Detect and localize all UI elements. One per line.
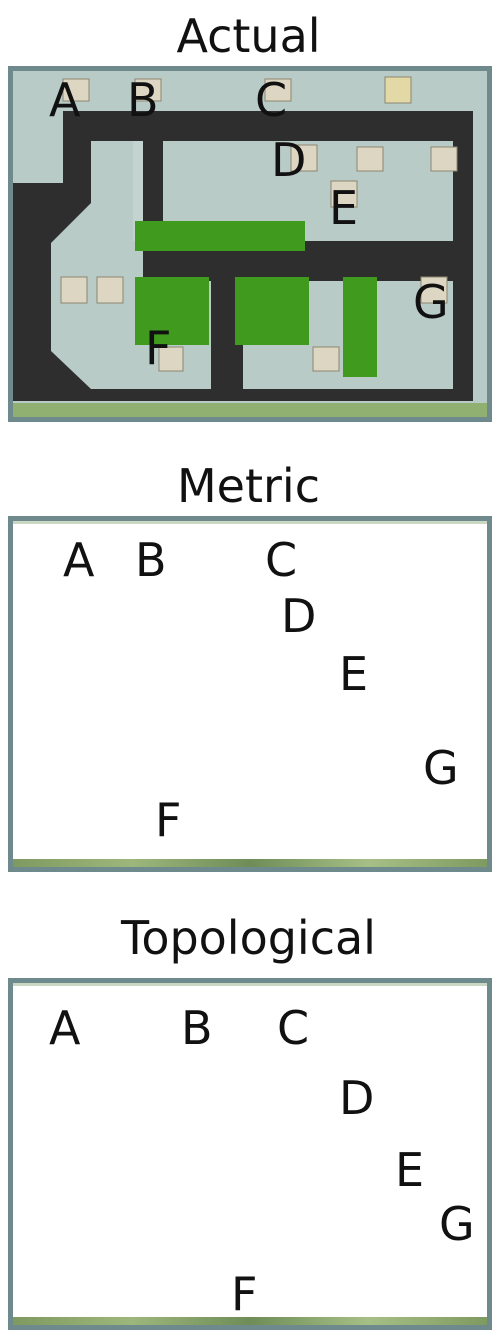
metric-label-b: B	[135, 533, 167, 587]
metric-label-e: E	[339, 647, 369, 701]
topological-title: Topological	[121, 911, 376, 965]
actual-map-image	[13, 71, 487, 417]
map-label-a: A	[49, 73, 81, 127]
actual-title: Actual	[176, 9, 321, 63]
map-label-g: G	[413, 275, 449, 329]
map-label-b: B	[127, 73, 159, 127]
metric-panel: A B C D E F G	[8, 516, 492, 872]
metric-label-d: D	[281, 589, 317, 643]
map-label-f: F	[145, 321, 172, 375]
map-label-c: C	[255, 73, 288, 127]
metric-top-edge	[13, 521, 487, 524]
topological-panel: A B C D E G F	[8, 978, 492, 1330]
topological-top-edge	[13, 983, 487, 986]
topological-label-g: G	[439, 1197, 475, 1251]
metric-title: Metric	[176, 459, 320, 513]
actual-map-panel: A B C D E F G	[8, 66, 492, 422]
metric-bottom-strip	[13, 859, 487, 867]
map-label-d: D	[271, 133, 307, 187]
metric-label-g: G	[423, 741, 459, 795]
topological-label-f: F	[231, 1267, 258, 1321]
topological-label-d: D	[339, 1071, 375, 1125]
topological-label-b: B	[181, 1001, 213, 1055]
metric-label-f: F	[155, 793, 182, 847]
topological-label-c: C	[277, 1001, 310, 1055]
topological-label-e: E	[395, 1143, 425, 1197]
metric-label-a: A	[63, 533, 95, 587]
topological-label-a: A	[49, 1001, 81, 1055]
topological-bottom-strip	[13, 1317, 487, 1325]
metric-label-c: C	[265, 533, 298, 587]
map-label-e: E	[329, 181, 359, 235]
